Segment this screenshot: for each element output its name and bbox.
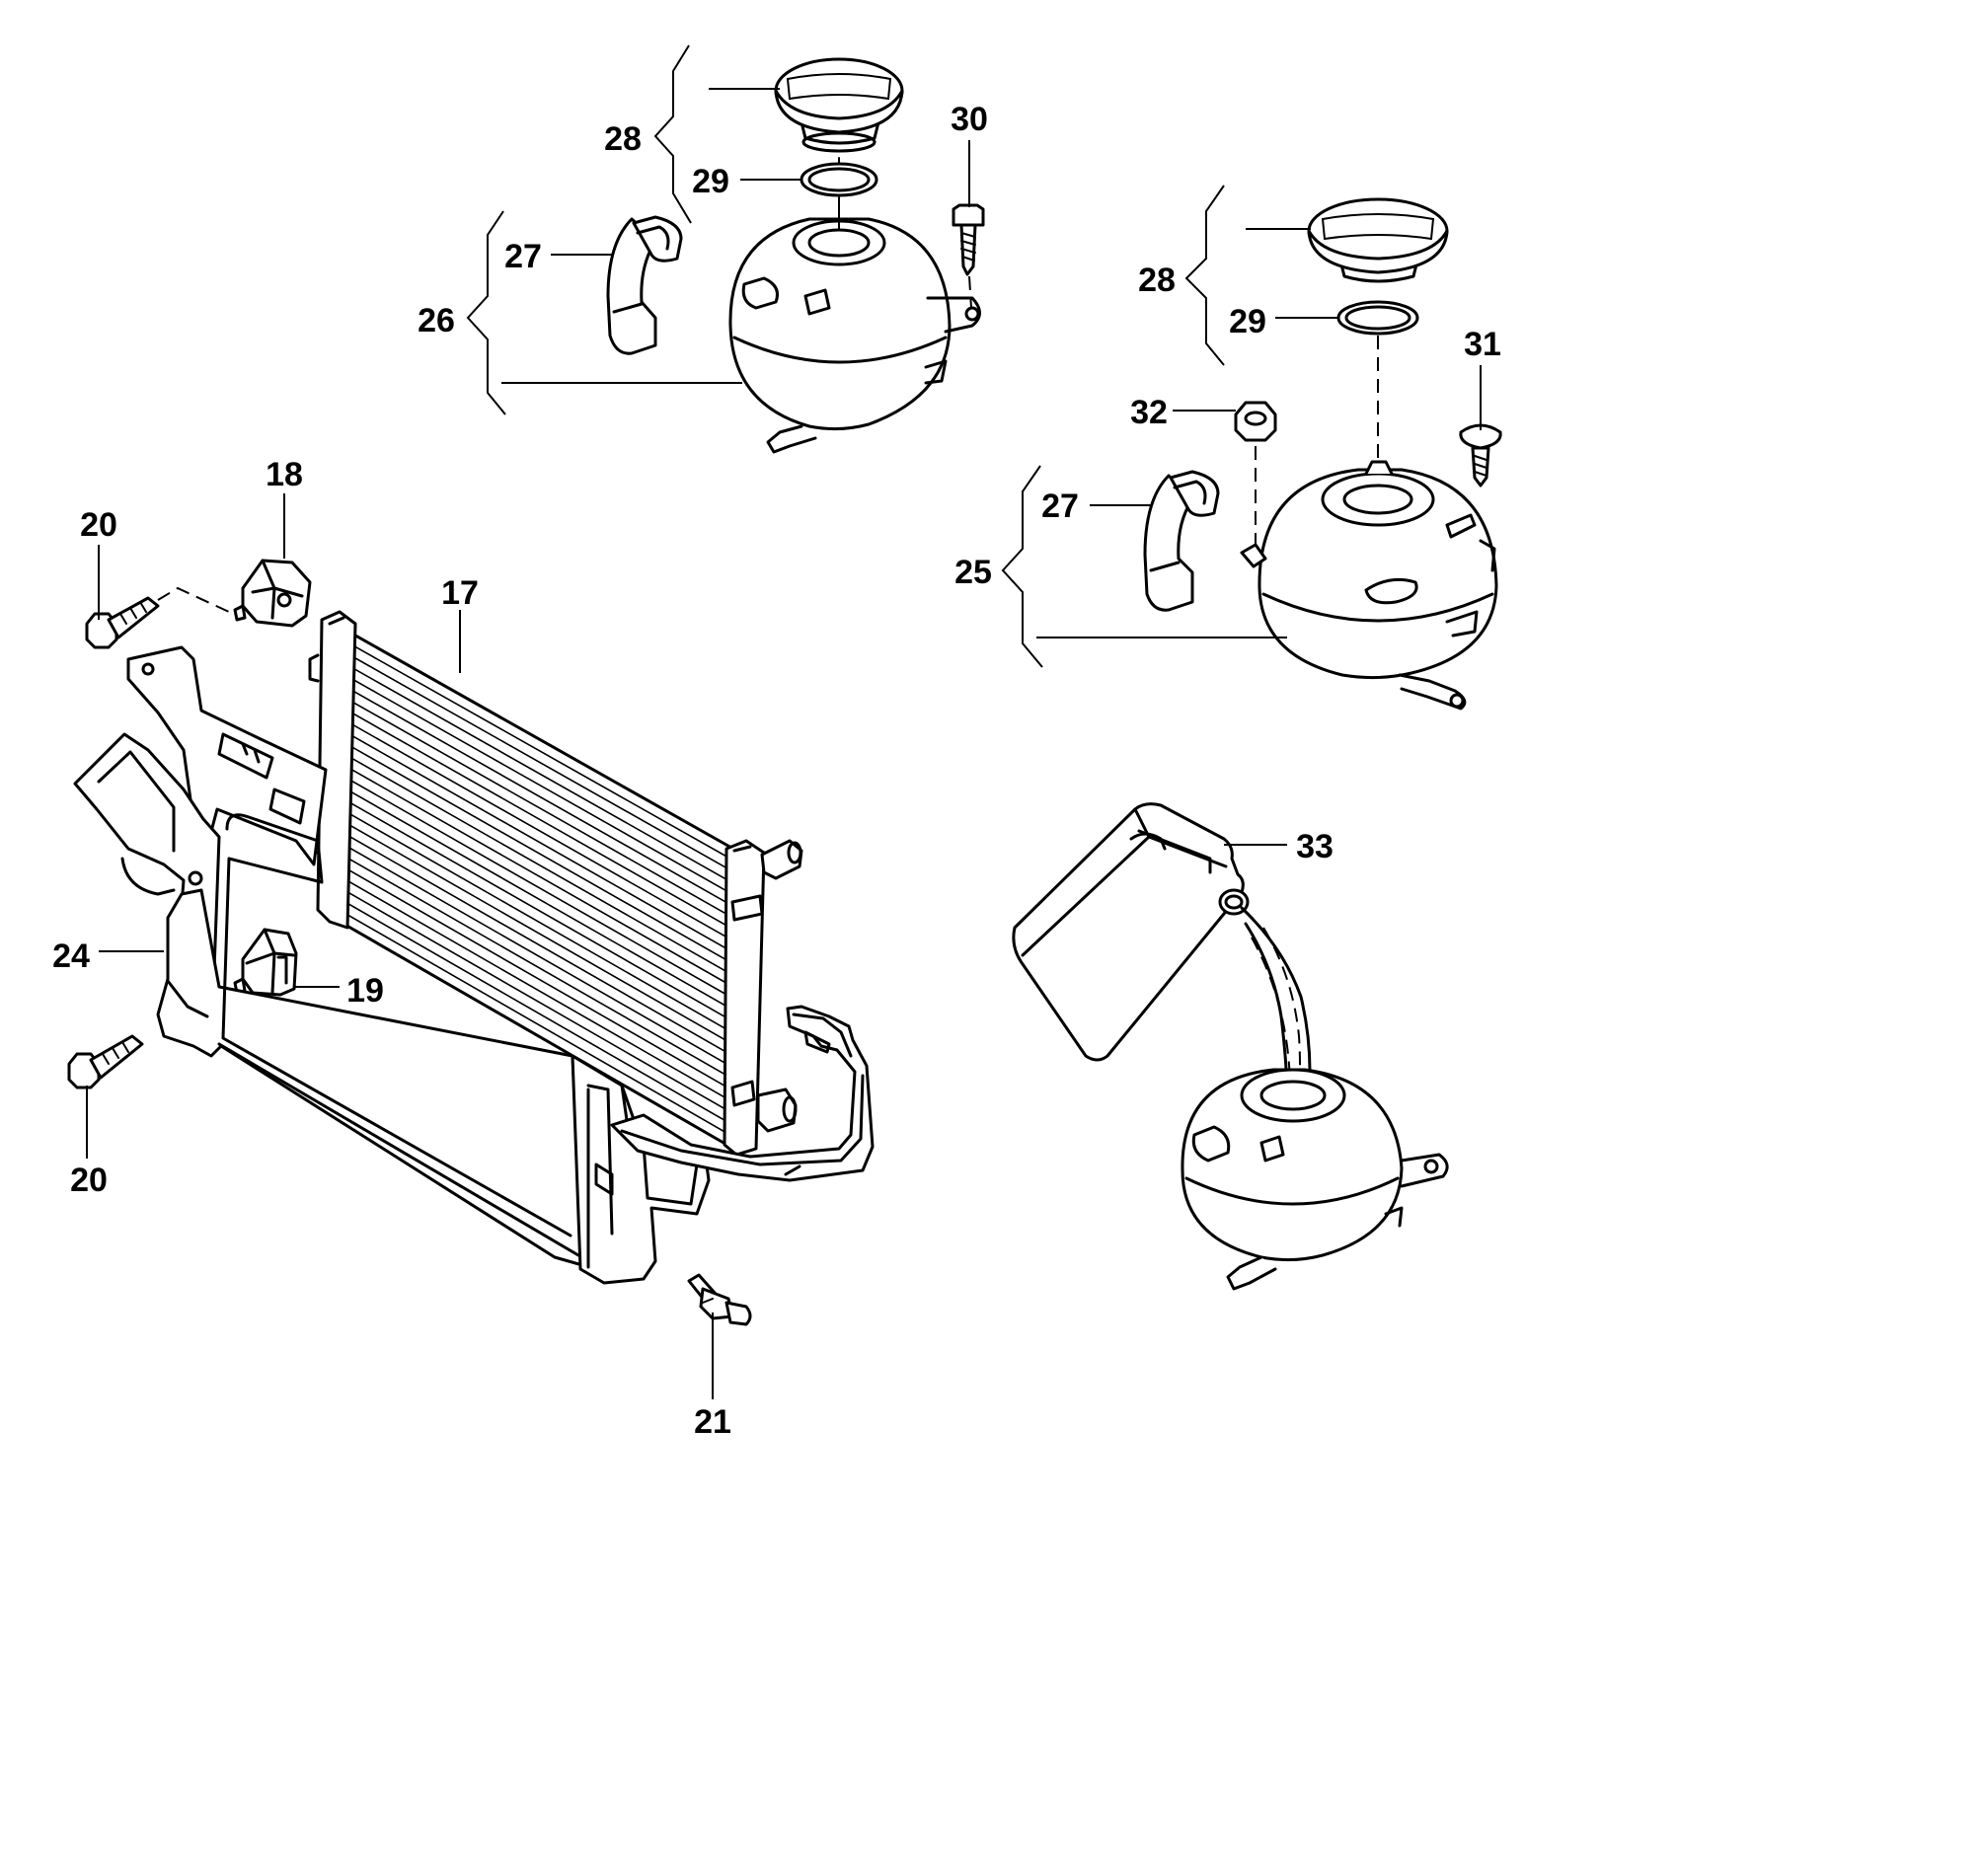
callout-32: 32 [1130, 394, 1168, 431]
radiator-fin-line [330, 892, 732, 1125]
callout-25: 25 [954, 554, 992, 591]
radiator-fin-line [333, 826, 734, 1057]
radiator-fins [330, 638, 740, 1137]
radiator-fin-line [331, 870, 732, 1102]
callout-29-right: 29 [1229, 303, 1266, 340]
radiator-17[interactable] [308, 610, 803, 1157]
radiator-fin-line [336, 748, 737, 978]
bracket-28-top [653, 44, 692, 224]
radiator-mount-18[interactable] [233, 559, 312, 628]
radiator-fin-line [333, 815, 734, 1046]
callout-29-top: 29 [692, 163, 729, 200]
tank-cap-right [1307, 197, 1449, 283]
hose-bracket-27-right[interactable] [1143, 470, 1220, 612]
hose-bracket-27-top[interactable] [606, 215, 683, 355]
callout-20-lower: 20 [70, 1162, 108, 1199]
bracket-26 [466, 210, 506, 415]
callout-28-right: 28 [1138, 262, 1176, 299]
callout-18: 18 [266, 456, 303, 493]
callout-33: 33 [1296, 828, 1334, 865]
radiator-fin-line [338, 704, 738, 933]
trim-clip-31 [1459, 423, 1502, 488]
radiator-fin-line [337, 715, 738, 944]
radiator-fin-line [340, 660, 740, 888]
nut-32 [1234, 401, 1277, 442]
radiator-mount-19[interactable] [233, 928, 298, 997]
bolt-21[interactable] [687, 1273, 752, 1326]
bracket-25 [1001, 465, 1043, 668]
expansion-tank-filled[interactable] [1181, 1068, 1449, 1291]
callout-27-top: 27 [504, 238, 542, 275]
callout-30: 30 [951, 101, 988, 138]
bracket-28-right [1184, 185, 1225, 366]
bolt-20-upper-path [157, 586, 230, 613]
bolt-20-upper[interactable] [85, 596, 160, 649]
callout-17: 17 [441, 574, 479, 612]
tank-seal-ring-top [800, 162, 878, 197]
radiator-fin-line [339, 671, 739, 899]
bolt-20-lower[interactable] [67, 1034, 144, 1089]
radiator-fin-line [337, 737, 737, 967]
radiator-fin-line [334, 804, 735, 1035]
callout-20-upper: 20 [80, 506, 117, 544]
radiator-fin-line [340, 648, 740, 876]
radiator-fin-line [336, 760, 736, 990]
radiator-fin-line [331, 860, 733, 1091]
tank-cap-top [774, 57, 904, 153]
radiator-fin-line [337, 726, 737, 955]
radiator-fin-line [331, 881, 732, 1114]
expansion-tank-right[interactable] [1234, 197, 1502, 711]
callout-28-top: 28 [604, 120, 642, 158]
callout-21: 21 [694, 1403, 731, 1441]
radiator-fin-line [335, 771, 736, 1001]
tank-screw-30 [952, 203, 985, 276]
radiator-fin-line [332, 848, 733, 1080]
callout-26: 26 [418, 302, 455, 339]
radiator-fin-line [330, 904, 731, 1137]
radiator-fin-line [332, 837, 734, 1069]
radiator-fin-line [335, 782, 735, 1013]
lock-carrier-24[interactable] [73, 645, 875, 1285]
callout-19: 19 [346, 972, 384, 1010]
callout-27-right: 27 [1041, 488, 1079, 525]
exploded-parts-diagram: 28 29 30 27 26 28 29 31 32 27 25 18 20 1… [52, 44, 1502, 1441]
leader-lines [86, 88, 1482, 1399]
tank-seal-ring-right [1336, 300, 1419, 336]
expansion-tank-top[interactable] [728, 57, 985, 454]
callout-24: 24 [52, 938, 90, 975]
callout-31: 31 [1464, 326, 1501, 363]
radiator-fin-line [338, 693, 739, 922]
radiator-fin-line [339, 682, 739, 910]
radiator-fin-line [334, 792, 735, 1023]
radiator-fin-line [341, 638, 740, 865]
coolant-container-33[interactable] [1012, 802, 1250, 1062]
